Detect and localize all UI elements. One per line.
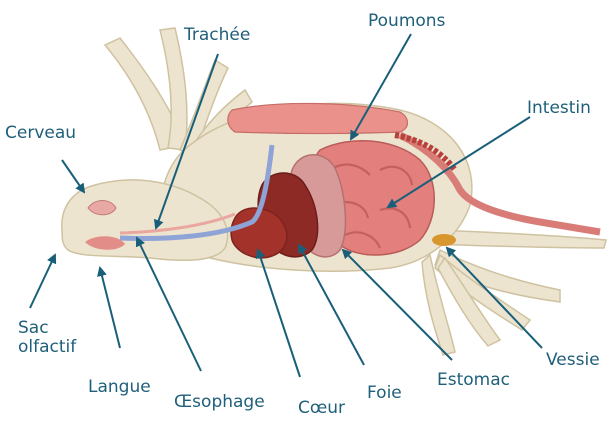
label-langue: Langue — [88, 378, 151, 397]
label-trachee: Trachée — [184, 26, 250, 45]
label-foie: Foie — [367, 384, 402, 403]
leader-cerveau — [62, 160, 84, 192]
label-poumons: Poumons — [368, 12, 445, 31]
rear-flipper — [422, 250, 560, 355]
bladder — [432, 234, 456, 246]
label-estomac: Estomac — [437, 371, 510, 390]
label-cerveau: Cerveau — [5, 124, 76, 143]
label-sac-line2: olfactif — [18, 338, 76, 357]
label-coeur: Cœur — [298, 399, 345, 418]
leader-langue — [100, 268, 120, 348]
label-oesophage: Œsophage — [174, 393, 265, 412]
label-sac-line1: Sac — [18, 319, 76, 338]
label-vessie: Vessie — [546, 351, 600, 370]
label-intestin: Intestin — [527, 99, 591, 118]
label-sac-olfactif: Sac olfactif — [18, 319, 76, 357]
leader-sac — [30, 255, 55, 308]
